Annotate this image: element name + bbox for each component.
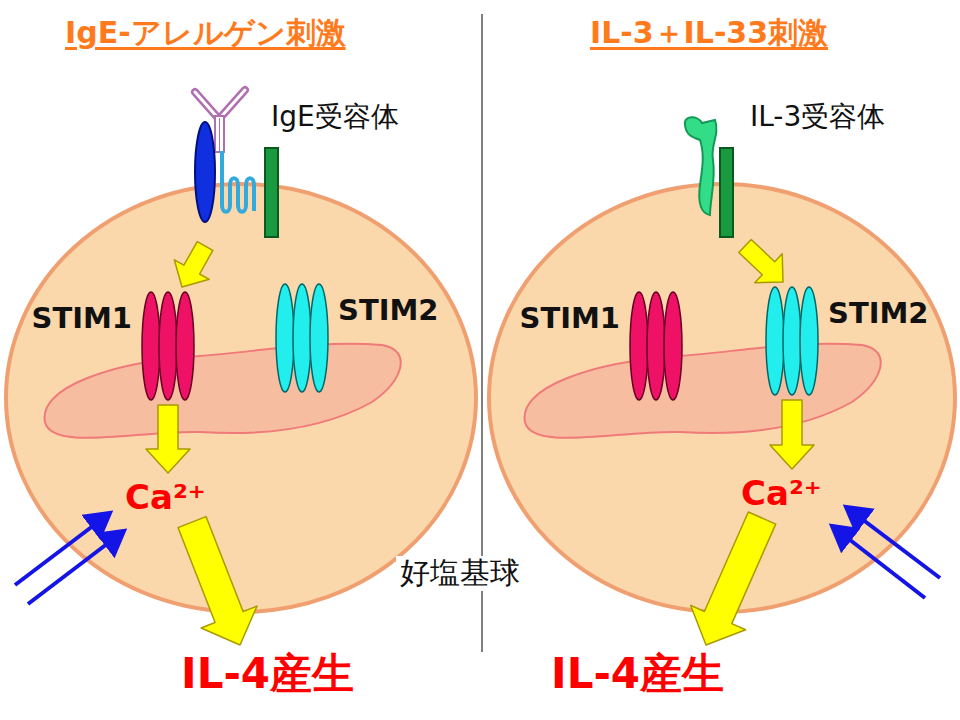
signal-arrow (739, 240, 783, 283)
text-node: Ca²⁺ (122, 476, 209, 519)
endoplasmic-reticulum (45, 344, 401, 438)
signal-arrow (770, 400, 814, 469)
signal-arrow (691, 512, 776, 645)
endoplasmic-reticulum (525, 344, 881, 438)
basophil-cell (6, 184, 476, 612)
receptor-icon (680, 85, 740, 243)
text-node: Ca²⁺ (738, 472, 825, 515)
receptor-label: IL-3受容体 (750, 101, 885, 133)
stim-node: STIM2 (274, 282, 439, 394)
signal-arrow (174, 242, 213, 287)
stim-protein (274, 282, 330, 394)
signal-arrow (178, 517, 257, 645)
calcium-influx-arrow (28, 531, 124, 604)
receptor-label: IgE受容体 (271, 101, 399, 133)
receptor-node: IgE受容体 (185, 85, 403, 243)
stim-protein (628, 290, 684, 402)
protein-label: STIM2 (828, 297, 929, 330)
signal-arrow (146, 405, 190, 473)
cell-label: 好塩基球 (396, 556, 524, 591)
stim-protein (140, 290, 196, 402)
stimulus-heading: IL-3＋IL-33刺激 (590, 16, 828, 51)
node-label: Ca²⁺ (125, 478, 206, 517)
text-node: IL-4産生 (548, 648, 727, 700)
calcium-influx-arrow (846, 507, 940, 578)
node-label: IL-4産生 (551, 650, 724, 698)
node-label: IL-4産生 (181, 650, 354, 698)
protein-label: STIM1 (32, 302, 133, 335)
stimulus-heading: IgE-アレルゲン刺激 (65, 16, 346, 51)
receptor-node: IL-3受容体 (680, 85, 889, 243)
stim-node: STIM1 (520, 290, 685, 402)
text-node: IL-4産生 (178, 648, 357, 700)
receptor-icon (185, 85, 281, 243)
calcium-influx-arrow (15, 513, 110, 585)
node-label: Ca²⁺ (741, 474, 822, 513)
stim-protein (764, 285, 820, 397)
stim-node: STIM1 (32, 290, 197, 402)
protein-label: STIM2 (338, 294, 439, 327)
protein-label: STIM1 (520, 302, 621, 335)
calcium-influx-arrow (832, 526, 925, 598)
basophil-cell (489, 184, 955, 612)
stim-node: STIM2 (764, 285, 929, 397)
